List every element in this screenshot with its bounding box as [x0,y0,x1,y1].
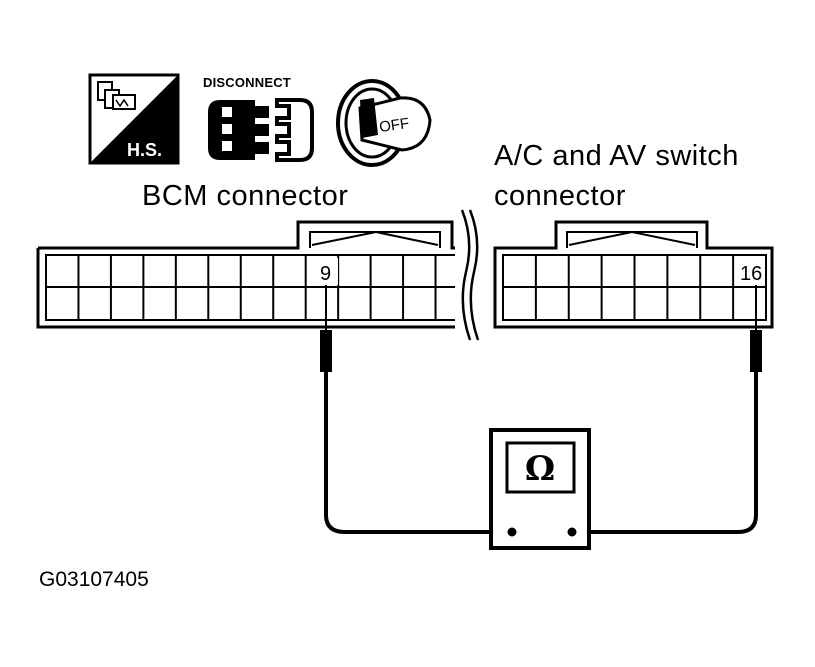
switch-pin-number: 16 [740,263,762,285]
connector-break-mark [455,209,480,341]
harness-icon: H.S. [88,73,180,165]
figure-id: G03107405 [39,568,149,591]
switch-connector-label-line2: connector [494,180,626,212]
harness-icon-label: H.S. [127,140,162,160]
ohmmeter: Ω [489,428,591,550]
bcm-cavity-grid [77,255,437,320]
switch-connector-label-line1: A/C and AV switch [494,140,739,172]
switch-connector [493,220,774,329]
bcm-pin-number: 9 [320,263,331,285]
probe-left [320,285,512,534]
switch-cavity-grid [534,255,735,320]
disconnect-icon [208,98,314,162]
ohm-symbol-icon: Ω [525,449,555,489]
ignition-off-label: OFF [378,115,410,136]
bcm-connector-label: BCM connector [142,180,349,212]
ignition-off-icon: OFF [336,79,432,167]
meter-terminal-right [567,527,577,537]
meter-terminal-left [507,527,517,537]
bcm-connector [36,220,469,329]
probe-right [572,285,762,534]
disconnect-icon-label: DISCONNECT [203,75,291,90]
